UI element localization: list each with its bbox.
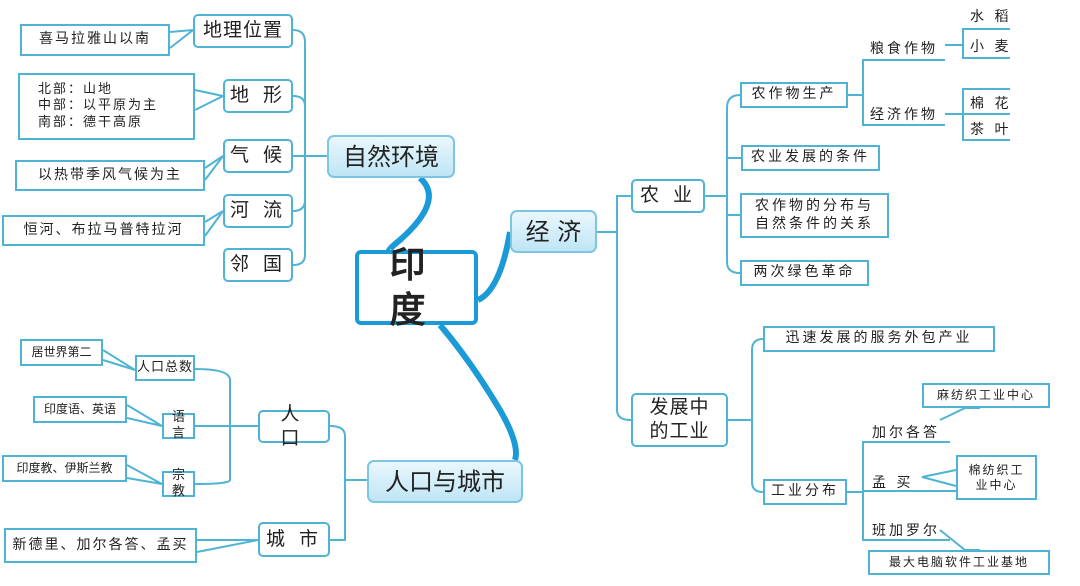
cotton-label: 棉 花 xyxy=(970,96,1012,112)
location-node: 地理位置 xyxy=(193,14,293,48)
rivers-node: 河 流 xyxy=(223,194,293,228)
terrain-note: 北部：山地 中部：以平原为主 南部：德干高原 xyxy=(18,73,195,140)
tea-label: 茶 叶 xyxy=(970,122,1012,138)
climate-note: 以热带季风气候为主 xyxy=(15,160,205,191)
cash-crops-label: 经济作物 xyxy=(870,107,938,123)
crop-distribution-node: 农作物的分布与 自然条件的关系 xyxy=(740,193,889,238)
mumbai-label: 孟 买 xyxy=(872,475,914,491)
nature-environment-node: 自然环境 xyxy=(327,135,455,178)
agri-conditions-node: 农业发展的条件 xyxy=(741,145,880,171)
city-node: 城 市 xyxy=(258,522,330,557)
climate-node: 气 候 xyxy=(223,139,293,173)
kolkata-label: 加尔各答 xyxy=(872,425,940,441)
agriculture-node: 农 业 xyxy=(631,179,705,213)
neighbors-node: 邻 国 xyxy=(223,248,293,282)
religion-note: 印度教、伊斯兰教 xyxy=(2,455,127,482)
language-note: 印度语、英语 xyxy=(33,396,127,423)
population-city-node: 人口与城市 xyxy=(367,460,523,503)
religion-node: 宗 教 xyxy=(162,468,195,499)
grain-crops-label: 粮食作物 xyxy=(870,41,938,57)
industry-distribution-node: 工业分布 xyxy=(763,479,847,505)
green-revolution-node: 两次绿色革命 xyxy=(740,260,869,286)
wheat-label: 小 麦 xyxy=(970,39,1012,55)
rice-label: 水 稻 xyxy=(970,9,1012,25)
population-node: 人 口 xyxy=(258,403,330,449)
total-population-node: 人口总数 xyxy=(135,355,195,381)
economy-node: 经 济 xyxy=(510,210,597,253)
total-population-note: 居世界第二 xyxy=(20,339,103,366)
terrain-node: 地 形 xyxy=(223,79,293,113)
crop-production-node: 农作物生产 xyxy=(740,82,848,108)
industry-node: 发展中 的工业 xyxy=(631,393,728,447)
language-node: 语 言 xyxy=(162,410,195,441)
location-note: 喜马拉雅山以南 xyxy=(20,24,170,56)
kolkata-note: 麻纺织工业中心 xyxy=(922,383,1050,408)
outsourcing-node: 迅速发展的服务外包产业 xyxy=(763,326,995,352)
city-note: 新德里、加尔各答、孟买 xyxy=(4,528,197,563)
rivers-note: 恒河、布拉马普特拉河 xyxy=(2,215,205,246)
bangalore-label: 班加罗尔 xyxy=(872,523,940,539)
center-node-india: 印 度 xyxy=(355,244,478,331)
bangalore-note: 最大电脑软件工业基地 xyxy=(868,550,1050,575)
mumbai-note: 棉纺织工 业中心 xyxy=(956,455,1037,500)
